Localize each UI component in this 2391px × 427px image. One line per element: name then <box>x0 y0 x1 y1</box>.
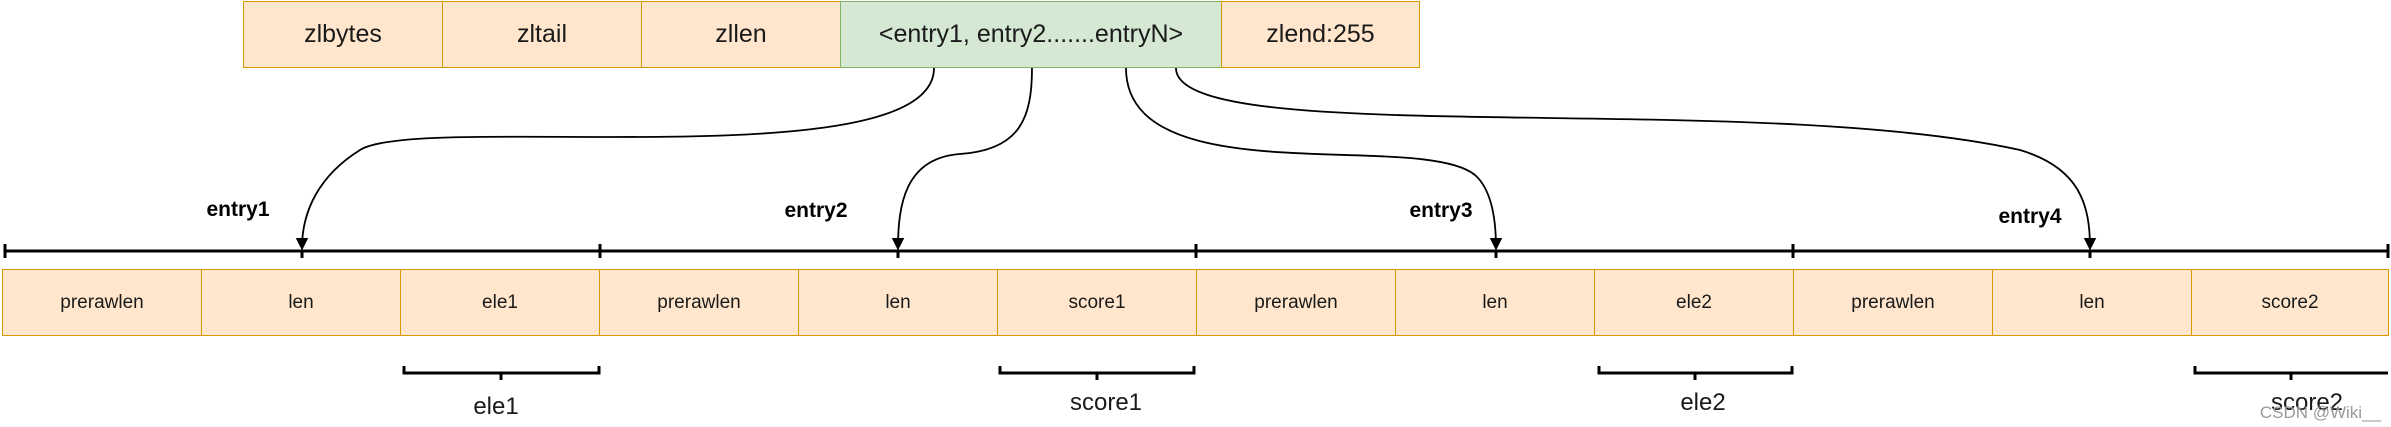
entry-brackets <box>3 244 2390 258</box>
entry-label-1: entry1 <box>206 198 270 221</box>
brace-label-score1: score1 <box>1069 389 1143 416</box>
entry1-value: ele1 <box>400 269 600 336</box>
entry-label-4: entry4 <box>1998 205 2062 228</box>
header-cell-zlbytes: zlbytes <box>243 1 443 68</box>
value-brackets <box>402 366 2388 380</box>
entry2-prerawlen: prerawlen <box>599 269 799 336</box>
entry2-value: score1 <box>997 269 1197 336</box>
header-cell-zltail: zltail <box>442 1 642 68</box>
entry4-prerawlen: prerawlen <box>1793 269 1993 336</box>
entry1-len: len <box>201 269 401 336</box>
header-cell-zlend: zlend:255 <box>1221 1 1420 68</box>
arrow-to-entry2 <box>891 67 1033 251</box>
entry4-len: len <box>1992 269 2192 336</box>
header-cell-zllen: zllen <box>641 1 841 68</box>
arrow-to-entry1 <box>295 67 935 251</box>
entry3-value: ele2 <box>1594 269 1794 336</box>
entry3-prerawlen: prerawlen <box>1196 269 1396 336</box>
arrow-to-entry3 <box>1125 67 1503 251</box>
header-cell-entries: <entry1, entry2.......entryN> <box>840 1 1222 68</box>
entry-label-2: entry2 <box>784 199 848 222</box>
brace-label-ele2: ele2 <box>1680 389 1726 416</box>
brace-label-score2: score2 <box>2270 389 2344 416</box>
brace-label-ele1: ele1 <box>473 393 519 420</box>
entry3-len: len <box>1395 269 1595 336</box>
entry-label-3: entry3 <box>1409 199 1473 222</box>
watermark: CSDN @Wiki__ <box>2259 403 2381 422</box>
arrow-to-entry4 <box>1175 67 2097 251</box>
entry1-prerawlen: prerawlen <box>2 269 202 336</box>
entry2-len: len <box>798 269 998 336</box>
entry4-value: score2 <box>2191 269 2389 336</box>
